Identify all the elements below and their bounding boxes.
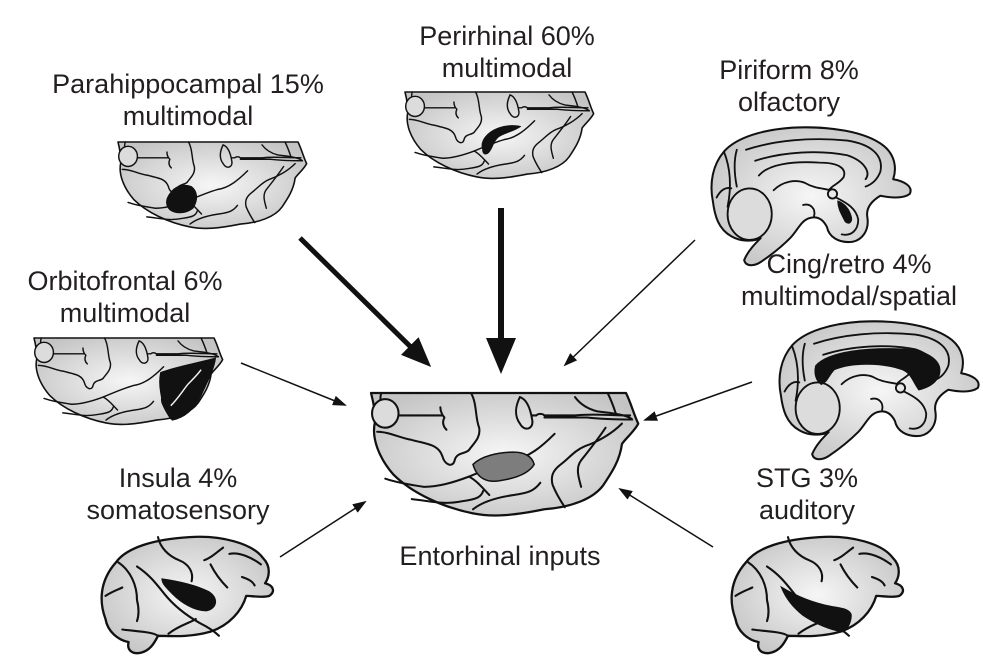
label-cing-retro: Cing/retro 4% multimodal/spatial <box>741 248 957 312</box>
insula-highlight-region <box>161 578 217 612</box>
target-label: Entorhinal inputs <box>399 540 600 572</box>
stg-highlight-region <box>780 585 852 633</box>
label-piriform: Piriform 8% olfactory <box>719 54 859 118</box>
label-stg: STG 3% auditory <box>756 462 858 526</box>
label-cing-retro-modality: multimodal/spatial <box>740 281 958 311</box>
parahippocampal-highlight-region <box>166 184 198 214</box>
label-parahippocampal-title: Parahippocampal 15% <box>52 69 324 99</box>
arrow-insula <box>279 500 367 558</box>
entorhinal-highlight-region <box>472 451 536 482</box>
perirhinal-brain-icon <box>404 91 595 180</box>
target-label-text: Entorhinal inputs <box>399 541 601 571</box>
arrow-orbitofrontal <box>240 362 347 406</box>
arrow-parahippocampal <box>298 236 432 368</box>
label-piriform-modality: olfactory <box>737 87 841 117</box>
orbitofrontal-brain-icon <box>33 337 224 426</box>
label-cing-retro-title: Cing/retro 4% <box>766 249 932 279</box>
label-insula: Insula 4% somatosensory <box>86 462 269 526</box>
cing-retro-brain-icon <box>778 320 980 461</box>
label-parahippocampal-modality: multimodal <box>122 101 254 131</box>
orbitofrontal-highlight-region <box>159 357 217 421</box>
piriform-brain-icon <box>710 126 912 267</box>
insula-brain-icon <box>100 535 275 655</box>
perirhinal-highlight-region <box>481 125 522 155</box>
cing-retro-highlight-region <box>814 348 941 391</box>
label-orbitofrontal: Orbitofrontal 6% multimodal <box>27 265 222 329</box>
stg-brain-icon <box>730 535 905 655</box>
label-insula-modality: somatosensory <box>86 495 270 525</box>
label-perirhinal-title: Perirhinal 60% <box>419 21 595 51</box>
label-perirhinal: Perirhinal 60% multimodal <box>419 20 595 84</box>
label-orbitofrontal-modality: multimodal <box>59 298 191 328</box>
arrow-cing-retro <box>643 381 753 421</box>
arrow-stg <box>618 487 714 548</box>
label-orbitofrontal-title: Orbitofrontal 6% <box>27 266 223 296</box>
label-piriform-title: Piriform 8% <box>719 55 859 85</box>
label-perirhinal-modality: multimodal <box>441 53 573 83</box>
entorhinal-brain-icon <box>369 391 640 517</box>
label-stg-title: STG 3% <box>755 463 859 493</box>
label-insula-title: Insula 4% <box>118 463 238 493</box>
label-stg-modality: auditory <box>758 495 856 525</box>
parahippocampal-brain-icon <box>117 141 308 230</box>
label-parahippocampal: Parahippocampal 15% multimodal <box>52 68 324 132</box>
arrow-piriform <box>563 239 696 367</box>
piriform-highlight-region <box>837 200 853 224</box>
